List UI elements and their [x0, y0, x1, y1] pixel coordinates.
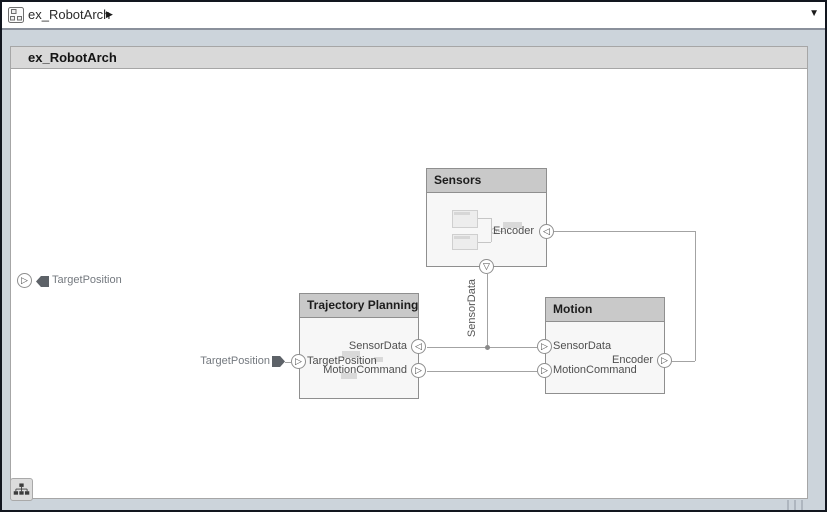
sensors-preview-block	[452, 210, 478, 228]
dropdown-arrow-icon[interactable]: ▼	[809, 8, 819, 19]
breadcrumb-arrow-icon[interactable]: ▶	[106, 9, 113, 19]
resize-grip[interactable]	[801, 500, 803, 510]
port-trajectory-sensordata-in[interactable]: ◁	[411, 339, 426, 354]
connector-encoder-seg1[interactable]	[672, 361, 695, 362]
resize-grip[interactable]	[794, 500, 796, 510]
sensors-preview-block	[452, 234, 478, 250]
targetposition-tag-icon[interactable]	[36, 276, 49, 287]
trajectory-preview-chip	[374, 357, 383, 362]
targetposition-source-tag-icon[interactable]	[272, 356, 285, 367]
sensors-preview-line	[478, 242, 491, 243]
motion-motioncommand-label: MotionCommand	[553, 364, 637, 376]
block-trajectory-planning[interactable]: Trajectory Planning	[299, 293, 419, 399]
port-in-icon: ▷	[21, 275, 28, 285]
resize-grip[interactable]	[787, 500, 789, 510]
port-in-icon: ▷	[541, 365, 548, 375]
port-sensors-encoder-in[interactable]: ◁	[539, 224, 554, 239]
diagram-canvas[interactable]: ex_RobotArch SensorData ▷ TargetPosition…	[10, 46, 808, 499]
hierarchy-icon	[13, 483, 30, 495]
port-motion-encoder-out[interactable]: ▷	[657, 353, 672, 368]
breadcrumb-bar: ex_RobotArch ▶ ▼	[2, 2, 825, 28]
port-in-icon: ▷	[295, 356, 302, 366]
block-sensors-title[interactable]: Sensors	[427, 169, 546, 193]
port-motion-sensordata-in[interactable]: ▷	[537, 339, 552, 354]
trajectory-preview-chip	[341, 373, 357, 379]
port-motion-motioncommand-in[interactable]: ▷	[537, 363, 552, 378]
connector-encoder-seg2[interactable]	[695, 231, 696, 361]
trajectory-motioncommand-label: MotionCommand	[323, 364, 407, 376]
signal-tag-label[interactable]: TargetPosition	[200, 355, 270, 367]
sensors-preview-junction	[491, 228, 497, 234]
port-in-left-icon: ◁	[543, 226, 550, 236]
port-in-icon: ▷	[541, 341, 548, 351]
architecture-model-icon	[8, 7, 24, 23]
block-motion-title[interactable]: Motion	[546, 298, 664, 322]
connector-encoder-seg3[interactable]	[554, 231, 695, 232]
connector-motioncommand[interactable]	[427, 371, 537, 372]
port-out-down-icon: ▽	[483, 261, 490, 271]
motion-encoder-label: Encoder	[612, 354, 653, 366]
boundary-port-label[interactable]: TargetPosition	[52, 274, 122, 286]
connector-sensordata[interactable]	[427, 347, 537, 348]
port-trajectory-motioncommand-out[interactable]: ▷	[411, 363, 426, 378]
sensors-preview-line	[478, 218, 491, 219]
topbar-separator	[2, 28, 825, 30]
connector-sensordata-label: SensorData	[466, 279, 478, 338]
hierarchy-view-button[interactable]	[10, 478, 33, 501]
block-motion[interactable]: Motion	[545, 297, 665, 394]
sensors-preview-chip	[503, 222, 522, 228]
trajectory-targetposition-label: TargetPosition	[307, 355, 377, 367]
breadcrumb-model-name[interactable]: ex_RobotArch	[28, 7, 111, 22]
sensors-encoder-label: Encoder	[493, 225, 534, 237]
block-sensors[interactable]: Sensors	[426, 168, 547, 267]
architecture-title-bar[interactable]: ex_RobotArch	[11, 47, 807, 69]
motion-sensordata-label: SensorData	[553, 340, 612, 352]
sensors-preview-line	[498, 231, 504, 232]
trajectory-sensordata-label: SensorData	[348, 340, 407, 352]
trajectory-preview-chip	[342, 351, 360, 358]
port-in-left-icon: ◁	[415, 341, 422, 351]
port-sensors-sensordata-out[interactable]: ▽	[479, 259, 494, 274]
port-out-icon: ▷	[661, 355, 668, 365]
port-out-icon: ▷	[415, 365, 422, 375]
port-trajectory-targetposition-in[interactable]: ▷	[291, 354, 306, 369]
connector-sensordata-vertical[interactable]	[487, 274, 488, 347]
connector-junction-dot	[485, 345, 490, 350]
block-trajectory-planning-title[interactable]: Trajectory Planning	[300, 294, 418, 318]
port-architecture-targetposition[interactable]: ▷	[17, 273, 32, 288]
connector-targetposition-stub[interactable]	[285, 362, 291, 363]
